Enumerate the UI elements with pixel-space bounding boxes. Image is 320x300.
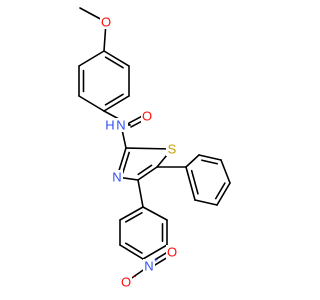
phenyl-ring-bond-5 (185, 166, 196, 201)
nitrophenyl-ring-bond-5 (142, 206, 168, 221)
anisyl-ring-bond-5 (103, 50, 130, 67)
bonds (78, 7, 231, 283)
c5-c4-double-bond-inner (137, 164, 153, 176)
anisyl-ring-bond-3 (103, 95, 130, 112)
phenyl-ring-bond-0 (185, 154, 200, 168)
n3-c2-double-bond-inner (122, 151, 130, 174)
anisyl-ring-bond-2 (78, 95, 105, 112)
nitrophenyl-ring-bond-0-inner (125, 211, 143, 223)
nitrophenyl-ring-bond-2 (119, 244, 144, 260)
nitro-oxygen-top-label: O (167, 245, 177, 260)
phenyl-ring-bond-1-inner (201, 159, 219, 165)
thiazole-sulfur-label: S (168, 142, 177, 157)
nitrophenyl-ring-bond-3 (142, 244, 168, 260)
phenyl-ring-bond-1 (198, 154, 222, 161)
anisyl-ring-bond-3-inner (104, 93, 124, 106)
phenyl-ring-bond-3-inner (214, 182, 226, 200)
phenyl-ring-bond-3 (216, 182, 231, 206)
nitro-oxygen-charge: − (132, 273, 137, 282)
phenyl-ring-bond-4 (194, 199, 218, 206)
c2-s-bond (125, 147, 173, 150)
nitrophenyl-ring-bond-2-inner (124, 242, 143, 254)
carbonyl-oxygen-label: O (142, 109, 152, 124)
anisyl-ring-bond-5-inner (104, 56, 124, 69)
thiazole-nitrogen-label: N (112, 170, 121, 185)
c4-nitrophenyl-bond (137, 179, 144, 208)
methoxy-oxygen-label: O (101, 15, 111, 30)
anisyl-ring-bond-0 (78, 50, 105, 67)
amide-hydrogen-label: H (105, 118, 114, 133)
nitro-nitrogen-charge: + (154, 256, 159, 265)
molecule-structure: O O H N S N N + O O − (78, 7, 231, 290)
nitro-oxygen-bottom-label: O (121, 275, 131, 290)
nitrophenyl-ring-bond-0 (119, 206, 144, 221)
phenyl-ring-bond-5-inner (190, 169, 199, 195)
amide-nitrogen-label: N (116, 118, 125, 133)
nitro-nitrogen-label: N (144, 259, 153, 274)
c5-c4-double-bond (137, 166, 158, 181)
atom-labels: O O H N S N N + O O − (100, 15, 178, 290)
phenyl-ring-bond-2 (220, 159, 231, 184)
